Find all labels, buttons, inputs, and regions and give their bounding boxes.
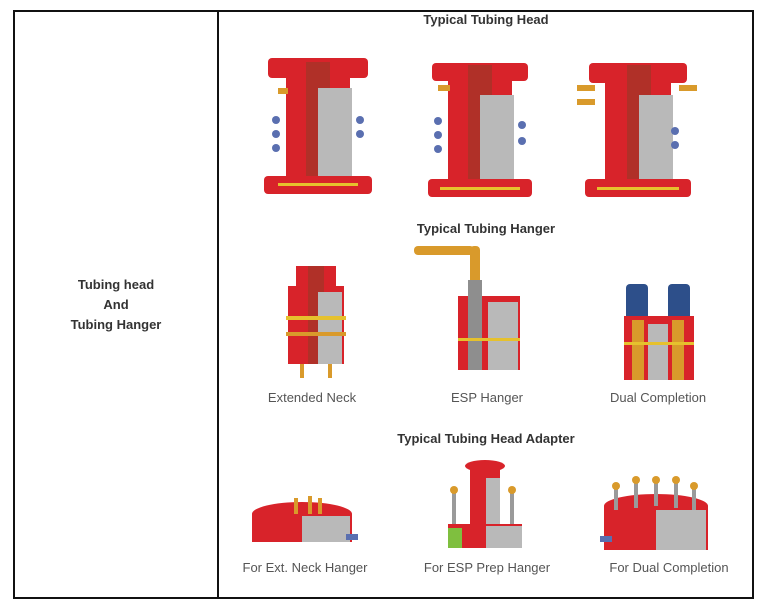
esp-hanger-illustration	[414, 246, 520, 370]
extended-neck-hanger-illustration	[286, 266, 346, 378]
row-label: Tubing head And Tubing Hanger	[15, 12, 217, 597]
caption-dual-completion: Dual Completion	[609, 390, 707, 405]
dual-completion-hanger-illustration	[624, 284, 694, 380]
adapter-ext-neck-illustration	[252, 496, 358, 542]
column-divider	[217, 12, 219, 597]
adapter-dual-completion-illustration	[600, 476, 708, 550]
tubing-head-illustration-2	[428, 63, 532, 197]
tubing-head-illustration-3	[577, 63, 697, 197]
caption-dual-completion-adapter: For Dual Completion	[609, 560, 729, 575]
caption-extended-neck: Extended Neck	[267, 390, 357, 405]
section-title-tubing-hanger: Typical Tubing Hanger	[416, 221, 556, 236]
row-label-line-3: Tubing Hanger	[70, 316, 162, 332]
row-label-line-1: Tubing head	[77, 276, 155, 292]
caption-esp-hanger: ESP Hanger	[450, 390, 524, 405]
tubing-head-illustration-1	[264, 58, 372, 194]
equipment-table: Tubing head And Tubing Hanger	[13, 10, 754, 599]
row-label-line-2: And	[103, 296, 129, 312]
caption-esp-prep-adapter: For ESP Prep Hanger	[423, 560, 551, 575]
adapter-esp-prep-illustration	[448, 460, 522, 548]
section-title-tubing-head: Typical Tubing Head	[423, 12, 549, 27]
section-title-head-adapter: Typical Tubing Head Adapter	[397, 431, 575, 446]
caption-ext-neck-adapter: For Ext. Neck Hanger	[242, 560, 368, 575]
